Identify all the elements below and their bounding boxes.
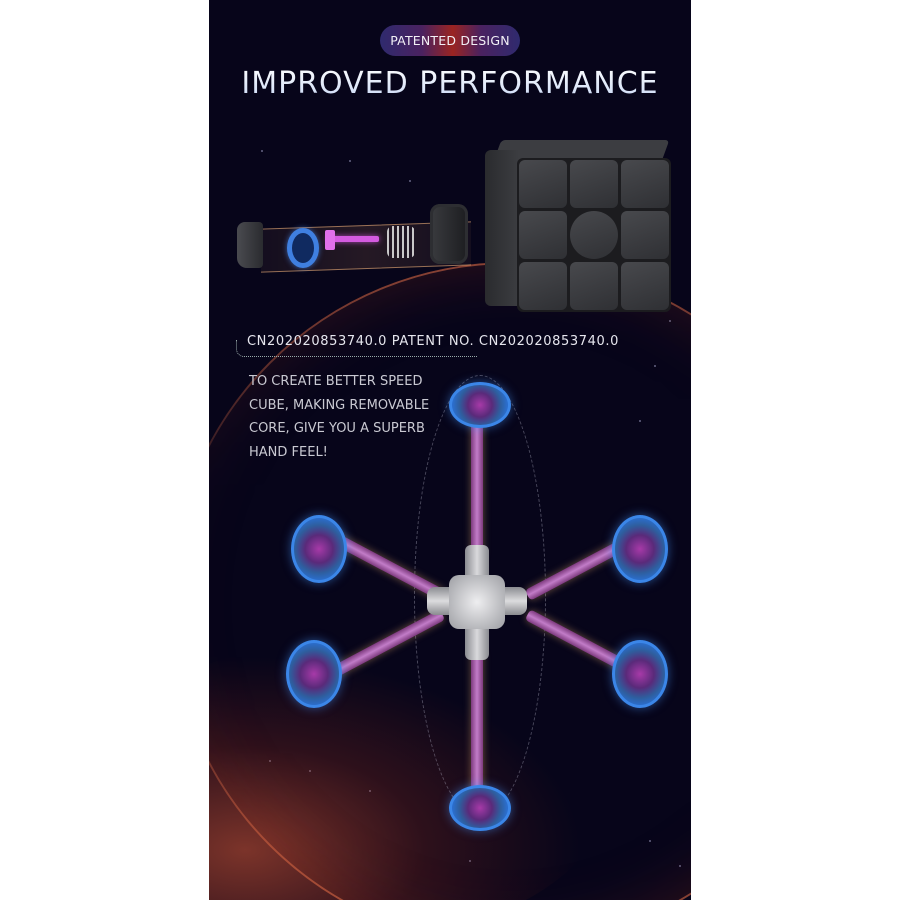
- cube-tile: [519, 211, 567, 259]
- cube-tile: [519, 262, 567, 310]
- disc-lower-right-icon: [612, 640, 668, 708]
- patented-design-badge: PATENTED DESIGN: [380, 25, 520, 56]
- cube-tile: [570, 262, 618, 310]
- page-title: IMPROVED PERFORMANCE: [209, 66, 691, 101]
- patent-number: CN202020853740.0 PATENT NO. CN2020208537…: [247, 334, 619, 349]
- cube-tile: [621, 262, 669, 310]
- axle-top: [471, 420, 483, 560]
- description-line: CUBE, MAKING REMOVABLE: [249, 397, 430, 413]
- speed-cube-illustration: [485, 140, 671, 312]
- patent-leader-line: [236, 340, 477, 357]
- end-cap-icon: [237, 222, 263, 268]
- disc-upper-right-icon: [612, 515, 668, 583]
- core-hub-icon: [427, 545, 527, 660]
- center-cap-icon: [430, 204, 468, 264]
- cube-tile: [519, 160, 567, 208]
- disc-lower-left-icon: [286, 640, 342, 708]
- description-line: CORE, GIVE YOU A SUPERB: [249, 421, 425, 436]
- cube-center-tile: [570, 211, 618, 259]
- blue-ring-icon: [287, 228, 319, 268]
- cube-tile: [621, 160, 669, 208]
- cube-side-face: [485, 150, 519, 306]
- screw-shaft-icon: [327, 236, 379, 242]
- disc-top-icon: [449, 382, 511, 428]
- cube-tile: [621, 211, 669, 259]
- hub-center: [449, 575, 505, 629]
- axle-bottom: [471, 650, 483, 800]
- description-line: HAND FEEL!: [249, 444, 328, 460]
- star: [349, 160, 351, 162]
- product-banner: PATENTED DESIGN IMPROVED PERFORMANCE CN2…: [209, 0, 691, 900]
- disc-bottom-icon: [449, 785, 511, 831]
- screw-head-icon: [325, 230, 335, 250]
- cube-front-face: [517, 158, 671, 312]
- feature-description: TO CREATE BETTER SPEED CUBE, MAKING REMO…: [249, 370, 449, 464]
- disc-upper-left-icon: [291, 515, 347, 583]
- star: [261, 150, 263, 152]
- description-line: TO CREATE BETTER SPEED: [249, 374, 423, 389]
- spring-icon: [387, 226, 415, 258]
- star: [409, 180, 411, 182]
- cube-tile: [570, 160, 618, 208]
